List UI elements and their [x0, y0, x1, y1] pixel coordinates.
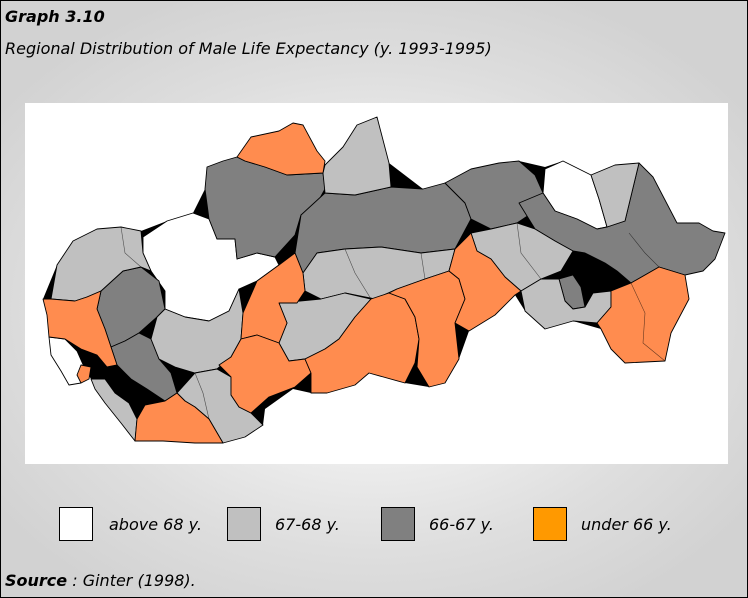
region-orange-north: [236, 122, 326, 176]
region-light-north-central: [322, 116, 392, 196]
legend-swatch-66-67: [381, 507, 415, 541]
legend-label-above-68: above 68 y.: [109, 515, 202, 534]
district-boundaries: [120, 222, 666, 420]
region-orange-central-south: [388, 270, 466, 388]
source-label: Source: [5, 571, 68, 590]
region-orange-central-east: [448, 232, 522, 332]
legend-swatch-67-68: [227, 507, 261, 541]
legend: above 68 y. 67-68 y. 66-67 y. under 66 y…: [59, 507, 709, 545]
region-dark-east: [518, 162, 726, 284]
slovakia-districts-map: [42, 116, 726, 444]
legend-swatch-above-68: [59, 507, 93, 541]
figure-subtitle: Regional Distribution of Male Life Expec…: [5, 39, 492, 58]
region-orange-west-small: [76, 364, 92, 384]
source-note: Source : Ginter (1998).: [5, 571, 196, 590]
source-text: : Ginter (1998).: [67, 571, 196, 590]
legend-label-under-66: under 66 y.: [581, 515, 672, 534]
legend-label-67-68: 67-68 y.: [275, 515, 340, 534]
region-light-north-east: [590, 162, 640, 228]
region-dark-southwest: [110, 332, 178, 402]
legend-swatch-under-66: [533, 507, 567, 541]
region-light-east-south: [520, 278, 612, 330]
figure-title: Graph 3.10: [5, 7, 105, 26]
region-orange-south: [134, 392, 224, 444]
legend-label-66-67: 66-67 y.: [429, 515, 494, 534]
map-panel: [25, 103, 728, 464]
region-orange-west: [42, 290, 118, 368]
